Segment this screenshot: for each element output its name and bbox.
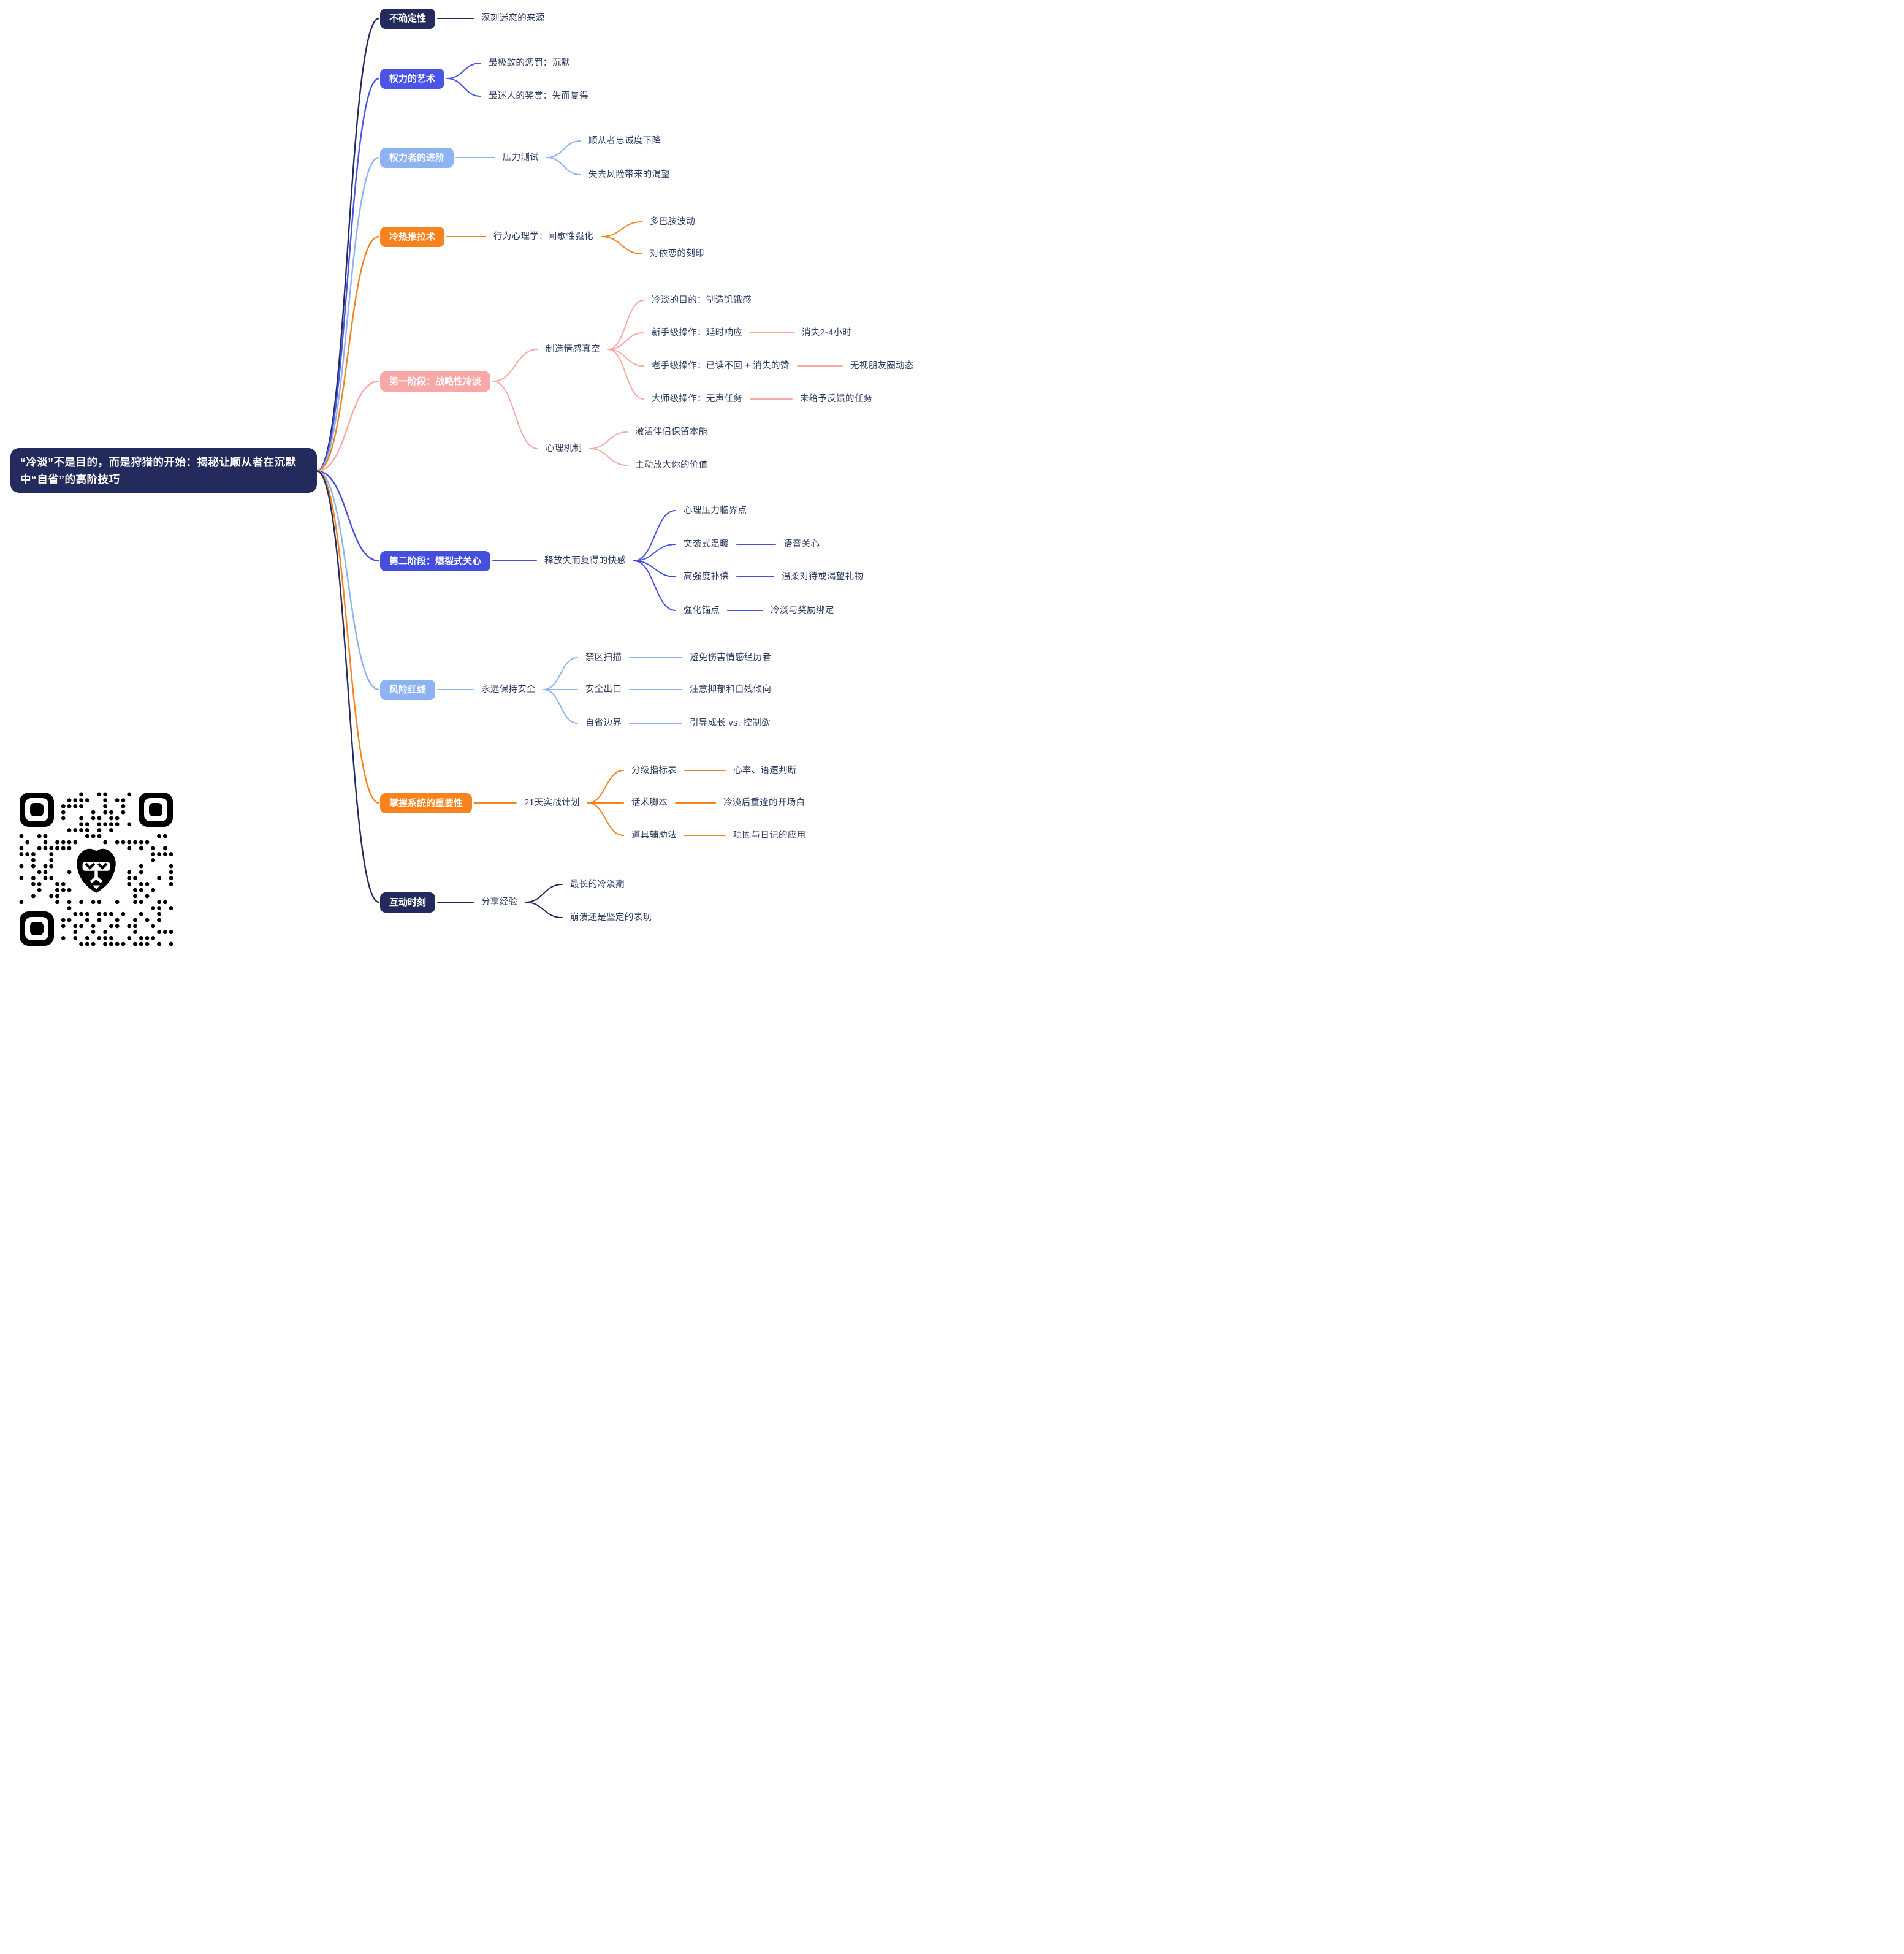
mindmap-node[interactable]: 大师级操作：无声任务	[652, 393, 742, 404]
branch-pill[interactable]: 权力者的进阶	[380, 147, 454, 168]
mindmap-node[interactable]: 最迷人的奖赏：失而复得	[489, 91, 588, 101]
connector-line	[633, 560, 676, 611]
connector-line	[316, 470, 380, 691]
mindmap-node[interactable]: 自省边界	[585, 718, 622, 728]
mindmap-node[interactable]: 禁区扫描	[585, 652, 622, 663]
mindmap-node[interactable]: 心理机制	[546, 443, 582, 454]
connector-line	[492, 349, 538, 382]
root-node[interactable]: “冷淡”不是目的，而是狩猎的开始：揭秘让顺从者在沉默中“自省”的高阶技巧	[10, 448, 317, 493]
mindmap-node[interactable]: 未给予反馈的任务	[800, 393, 873, 404]
connector-line	[316, 470, 380, 562]
mindmap-node[interactable]: 温柔对待或渴望礼物	[782, 571, 864, 582]
mindmap-node[interactable]: 21天实战计划	[524, 797, 580, 808]
mindmap-node[interactable]: 老手级操作：已读不回 + 消失的赞	[652, 360, 790, 371]
connector-line	[316, 17, 380, 472]
connector-line	[316, 470, 380, 804]
mindmap-node[interactable]: 激活伴侣保留本能	[635, 427, 708, 437]
qr-code	[18, 791, 174, 947]
connector-line	[316, 470, 380, 903]
mindmap-node[interactable]: 高强度补偿	[684, 571, 729, 582]
mindmap-node[interactable]: 引导成长 vs. 控制欲	[690, 718, 771, 728]
mindmap-node[interactable]: 分享经验	[481, 897, 518, 907]
connector-line	[633, 544, 676, 561]
connector-line	[546, 140, 581, 158]
mindmap-node[interactable]: 注意抑郁和自残倾向	[690, 684, 772, 694]
connector-line	[446, 63, 481, 79]
mindmap-node[interactable]: 制造情感真空	[546, 344, 600, 354]
mindmap-node[interactable]: 突袭式温暖	[684, 539, 729, 549]
mindmap-node[interactable]: 分级指标表	[631, 765, 677, 775]
connector-line	[543, 689, 578, 724]
mindmap-node[interactable]: 冷淡与奖励绑定	[771, 605, 834, 615]
connector-line	[525, 902, 563, 918]
mindmap-node[interactable]: 永远保持安全	[481, 684, 536, 694]
mindmap-node[interactable]: 无视朋友圈动态	[850, 360, 914, 371]
mindmap-node[interactable]: 避免伤害情感经历者	[690, 652, 772, 663]
branch-pill[interactable]: 冷热推拉术	[380, 226, 445, 247]
connector-line	[492, 381, 538, 449]
branch-pill[interactable]: 第二阶段：爆裂式关心	[380, 550, 491, 571]
mindmap-node[interactable]: 冷淡后重逢的开场白	[723, 797, 805, 808]
connector-line	[316, 156, 380, 472]
mindmap-node[interactable]: 消失2-4小时	[802, 327, 852, 338]
connector-line	[607, 349, 644, 367]
connector-line	[446, 78, 481, 97]
mindmap-node[interactable]: 话术脚本	[631, 797, 668, 808]
mindmap-node[interactable]: 冷淡的目的：制造饥饿感	[652, 295, 752, 305]
connector-line	[316, 380, 380, 472]
mindmap-node[interactable]: 最长的冷淡期	[570, 879, 625, 889]
connector-line	[601, 236, 642, 254]
lion-logo-icon	[77, 848, 116, 893]
connector-line	[589, 431, 628, 449]
connector-line	[589, 448, 628, 466]
connector-line	[316, 77, 380, 472]
mindmap-node[interactable]: 最极致的惩罚：沉默	[489, 58, 571, 68]
branch-pill[interactable]: 掌握系统的重要性	[380, 793, 473, 813]
connector-line	[633, 560, 676, 577]
branch-pill[interactable]: 不确定性	[380, 8, 436, 29]
mindmap-node[interactable]: 压力测试	[503, 152, 539, 162]
mindmap-node[interactable]: 道具辅助法	[631, 830, 677, 840]
connector-line	[546, 157, 581, 175]
mindmap-canvas: “冷淡”不是目的，而是狩猎的开始：揭秘让顺从者在沉默中“自省”的高阶技巧 不确定…	[0, 0, 952, 977]
mindmap-node[interactable]: 强化锚点	[684, 605, 720, 615]
mindmap-node[interactable]: 行为心理学：间歇性强化	[493, 231, 593, 241]
mindmap-node[interactable]: 心率、语速判断	[733, 765, 797, 775]
mindmap-node[interactable]: 深刻迷恋的来源	[481, 13, 545, 23]
mindmap-node[interactable]: 新手级操作：延时响应	[652, 327, 742, 338]
mindmap-node[interactable]: 语音关心	[783, 539, 820, 549]
connector-line	[607, 300, 644, 350]
connector-line	[633, 510, 676, 561]
mindmap-node[interactable]: 失去风险带来的渴望	[588, 169, 671, 180]
mindmap-node[interactable]: 安全出口	[585, 684, 622, 694]
connector-line	[587, 770, 624, 804]
connector-line	[601, 221, 642, 237]
connector-line	[525, 884, 563, 903]
mindmap-node[interactable]: 释放失而复得的快感	[544, 555, 626, 566]
mindmap-node[interactable]: 项圈与日记的应用	[733, 830, 806, 840]
root-title: “冷淡”不是目的，而是狩猎的开始：揭秘让顺从者在沉默中“自省”的高阶技巧	[20, 456, 297, 486]
branch-pill[interactable]: 权力的艺术	[380, 68, 445, 89]
mindmap-node[interactable]: 多巴胺波动	[650, 216, 695, 227]
connector-line	[607, 332, 644, 350]
mindmap-node[interactable]: 对依恋的刻印	[650, 248, 704, 259]
connector-line	[316, 235, 380, 472]
branch-pill[interactable]: 风险红线	[380, 679, 436, 700]
mindmap-node[interactable]: 崩溃还是坚定的表现	[570, 912, 652, 922]
connector-line	[587, 802, 624, 836]
mindmap-node[interactable]: 顺从者忠诚度下降	[588, 135, 661, 146]
mindmap-node[interactable]: 心理压力临界点	[684, 505, 747, 515]
branch-pill[interactable]: 互动时刻	[380, 892, 436, 913]
connector-line	[607, 349, 644, 400]
branch-pill[interactable]: 第一阶段：战略性冷淡	[380, 371, 491, 392]
connector-line	[543, 657, 578, 690]
mindmap-node[interactable]: 主动放大你的价值	[635, 460, 708, 470]
